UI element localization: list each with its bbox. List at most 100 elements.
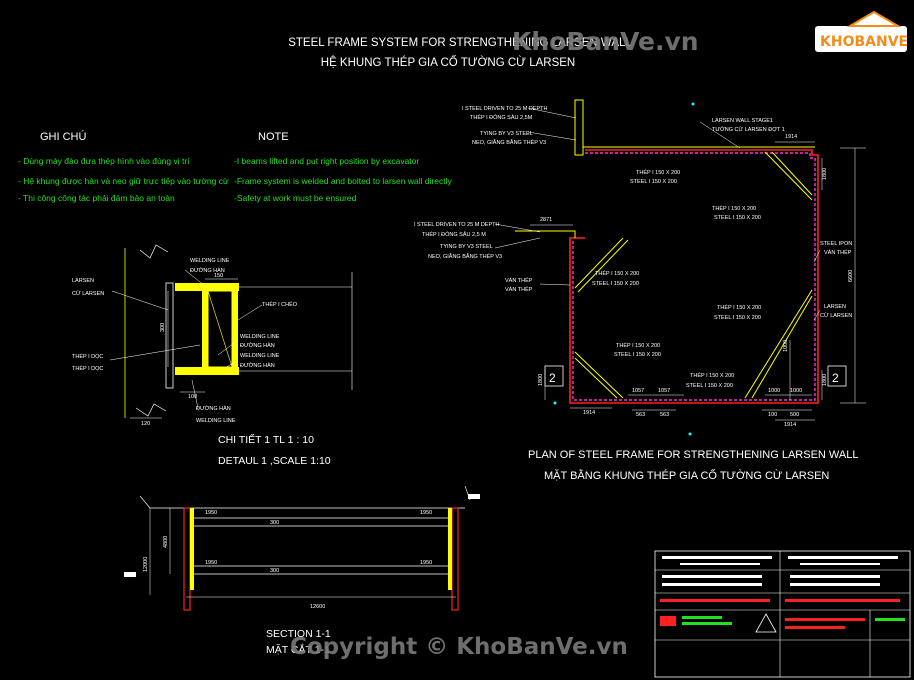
plan-label-thep-6: THÉP I 150 X 200 <box>690 372 734 379</box>
detail-dim-300: 300 <box>160 323 166 332</box>
plan-dim-563b: 563 <box>660 412 669 418</box>
detail-label-duong-han-1: ĐƯỜNG HÀN <box>190 267 225 274</box>
detail-dim-100: 100 <box>188 394 197 400</box>
section-stud-left <box>190 508 194 590</box>
plan-wall-magenta <box>572 152 816 401</box>
leader-welding-top <box>184 269 211 291</box>
plan-label-tying-1: TYING BY V3 STEEL <box>480 131 533 137</box>
plan-dim-2871: 2871 <box>540 217 552 223</box>
plan-section-mark-left: 2 <box>549 371 556 385</box>
detail-web-right <box>232 291 238 367</box>
notes-en-item-1: -I beams lifted and put right position b… <box>234 156 419 166</box>
plan-dim-500: 500 <box>790 412 799 418</box>
plan-section-mark-left-box <box>544 365 564 387</box>
plan-dim-1000c: 1000 <box>783 340 789 352</box>
detail-title-en: DETAUL 1 ,SCALE 1:10 <box>218 455 331 467</box>
plan-dim-1914a: 1914 <box>785 134 797 140</box>
plan-dim-1800c: 1800 <box>822 374 828 386</box>
leader-thep-doc <box>109 344 201 361</box>
section-stud-right <box>448 508 452 590</box>
logo-roof <box>846 10 902 27</box>
plan-leaders <box>494 107 821 321</box>
plan-label-van-thep-3: VÁN THÉP <box>824 249 852 256</box>
watermark-top: KhoBanVe.vn <box>512 27 699 56</box>
logo-bg <box>815 26 907 52</box>
plan-label-steel-driven-2: I STEEL DRIVEN TO 25 M DEPTH <box>414 222 500 228</box>
leader-welding-low <box>224 359 239 369</box>
plan-label-steel-1: STEEL I 150 X 200 <box>630 179 677 185</box>
plan-label-thep-5: THÉP I 150 X 200 <box>616 342 660 349</box>
plan-title-en: PLAN OF STEEL FRAME FOR STRENGTHENING LA… <box>528 449 858 461</box>
detail-dim-120: 120 <box>141 421 150 427</box>
plan-label-larsen: LARSEN <box>824 304 846 310</box>
plan-label-tuong-cu: TƯỜNG CỪ LARSEN ĐỢT 1 <box>712 126 785 133</box>
plan-label-neo-2: NEO, GIẰNG BẰNG THÉP V3 <box>428 252 502 260</box>
section-title-en: SECTION 1-1 <box>266 628 331 640</box>
detail-web-left <box>202 291 208 367</box>
section-drawing: 1950 1950 1950 1950 300 300 12600 4800 1… <box>124 485 480 656</box>
plan-label-thep-4: THÉP I 150 X 200 <box>717 304 761 311</box>
detail-1-drawing: LARSEN CỪ LARSEN WELDING LINE ĐƯỜNG HÀN … <box>72 244 353 467</box>
drawing-title: STEEL FRAME SYSTEM FOR STRENGTHENING LAR… <box>288 37 632 69</box>
notes-vn-item-2: - Hệ khung được hàn và neo giữ trực tiếp… <box>18 176 229 186</box>
plan-stub-top <box>574 99 584 156</box>
plan-dim-100: 100 <box>768 412 777 418</box>
section-dim-4800: 4800 <box>163 536 169 548</box>
section-dim-300b: 300 <box>270 568 279 574</box>
notes-vn-item-1: - Dùng máy đào đưa thép hình vào đúng vị… <box>18 156 190 166</box>
plan-label-steel-3: STEEL I 150 X 200 <box>592 281 639 287</box>
plan-label-steel-driven-1: I STEEL DRIVEN TO 25 M DEPTH <box>462 106 548 112</box>
plan-dim-1000b: 1000 <box>790 388 802 394</box>
plan-dim-563a: 563 <box>636 412 645 418</box>
detail-label-welding-2: WELDING LINE <box>240 334 280 340</box>
detail-box <box>207 290 233 368</box>
plan-label-steel-5: STEEL I 150 X 200 <box>614 352 661 358</box>
section-dim-1950a: 1950 <box>205 510 217 516</box>
plan-label-steel-ipon: STEEL IPON <box>820 241 852 247</box>
plan-label-thep-3: THÉP I 150 X 200 <box>595 270 639 277</box>
plan-label-tying-2: TYING BY V3 STEEL <box>440 244 493 250</box>
detail-flange-top <box>175 283 239 291</box>
detail-weld-diag <box>207 290 233 368</box>
watermark-bottom: Copyright © KhoBanVe.vn <box>290 634 628 660</box>
detail-label-duong-han-4: ĐƯỜNG HÀN <box>196 405 231 412</box>
logo-badge: KHOBANVE <box>815 10 908 52</box>
detail-larsen-wall <box>165 282 174 389</box>
section-break-left <box>139 495 151 509</box>
detail-label-thep-doc-1: THÉP I DỌC <box>72 353 103 360</box>
plan-label-larsen-wall: LARSEN WALL STAGE1 <box>712 118 773 124</box>
notes-en-heading: NOTE <box>258 131 289 143</box>
plan-dim-1000a: 1000 <box>768 388 780 394</box>
detail-label-thep-doc-2: THÉP I DỌC <box>72 365 103 372</box>
plan-label-cu-larsen: CỪ LARSEN <box>820 312 852 319</box>
plan-section-mark-right-box <box>827 365 847 387</box>
plan-dim-1914b: 1914 <box>583 410 595 416</box>
detail-flange-bottom <box>175 367 239 375</box>
detail-label-thep-cheo: THÉP I CHÉO <box>262 301 298 308</box>
detail-label-welding-4: WELDING LINE <box>196 418 236 424</box>
plan-dim-1914c: 1914 <box>784 422 796 428</box>
plan-marker-bottom <box>688 432 692 436</box>
plan-braces <box>574 151 813 399</box>
plan-label-thep-dong-2: THÉP I ĐÓNG SÂU 2,5 M <box>422 231 486 238</box>
plan-label-steel-6: STEEL I 150 X 200 <box>686 383 733 389</box>
title-line-en: STEEL FRAME SYSTEM FOR STRENGTHENING LAR… <box>288 37 632 49</box>
section-dim-1950d: 1950 <box>420 560 432 566</box>
leader-thep-cheo <box>237 304 263 321</box>
plan-dim-1800a: 1800 <box>538 374 544 386</box>
leader-welding-mid <box>217 339 239 356</box>
section-level-mark <box>124 572 136 577</box>
plan-dim-1057a: 1057 <box>632 388 644 394</box>
section-dim-lines <box>149 508 456 598</box>
plan-label-van-thep-2: VÁN THÉP <box>505 286 533 293</box>
plan-dim-1800b: 1800 <box>822 168 828 180</box>
detail-label-cu-larsen: CỪ LARSEN <box>72 290 104 297</box>
notes-en-item-3: -Safety at work must be ensured <box>234 193 357 203</box>
notes-block: GHI CHÚ - Dùng máy đào đưa thép hình vào… <box>18 130 453 203</box>
detail-label-larsen: LARSEN <box>72 278 94 284</box>
logo-text: KHOBANVE <box>820 34 908 50</box>
section-beams <box>194 517 448 575</box>
plan-dim-6600: 6600 <box>848 270 854 282</box>
plan-wall-red <box>569 149 819 404</box>
section-level-mark-right <box>468 494 480 499</box>
